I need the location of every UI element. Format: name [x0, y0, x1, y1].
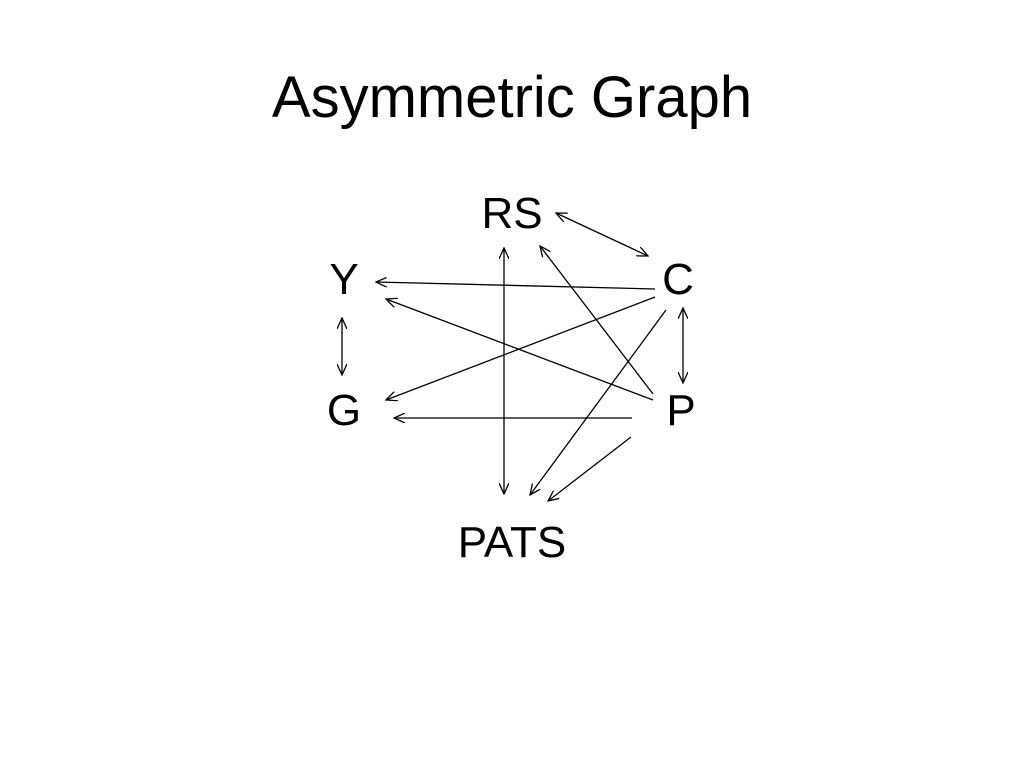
node-g: G	[327, 386, 361, 435]
graph-edges	[342, 213, 683, 501]
slide-title: Asymmetric Graph	[271, 65, 753, 130]
node-pats: PATS	[458, 518, 566, 567]
edge-p-pats	[548, 436, 632, 501]
edge-c-g	[386, 296, 656, 400]
edge-p-rs	[540, 246, 654, 395]
graph-nodes: RS C Y G P PATS	[327, 189, 696, 567]
node-p: P	[666, 386, 695, 435]
node-rs: RS	[481, 189, 542, 238]
edge-rs-c	[556, 213, 648, 256]
node-y: Y	[329, 255, 358, 304]
edge-c-y	[376, 282, 656, 290]
edge-p-y	[386, 299, 654, 401]
edge-c-pats	[530, 309, 667, 495]
node-c: C	[662, 255, 694, 304]
